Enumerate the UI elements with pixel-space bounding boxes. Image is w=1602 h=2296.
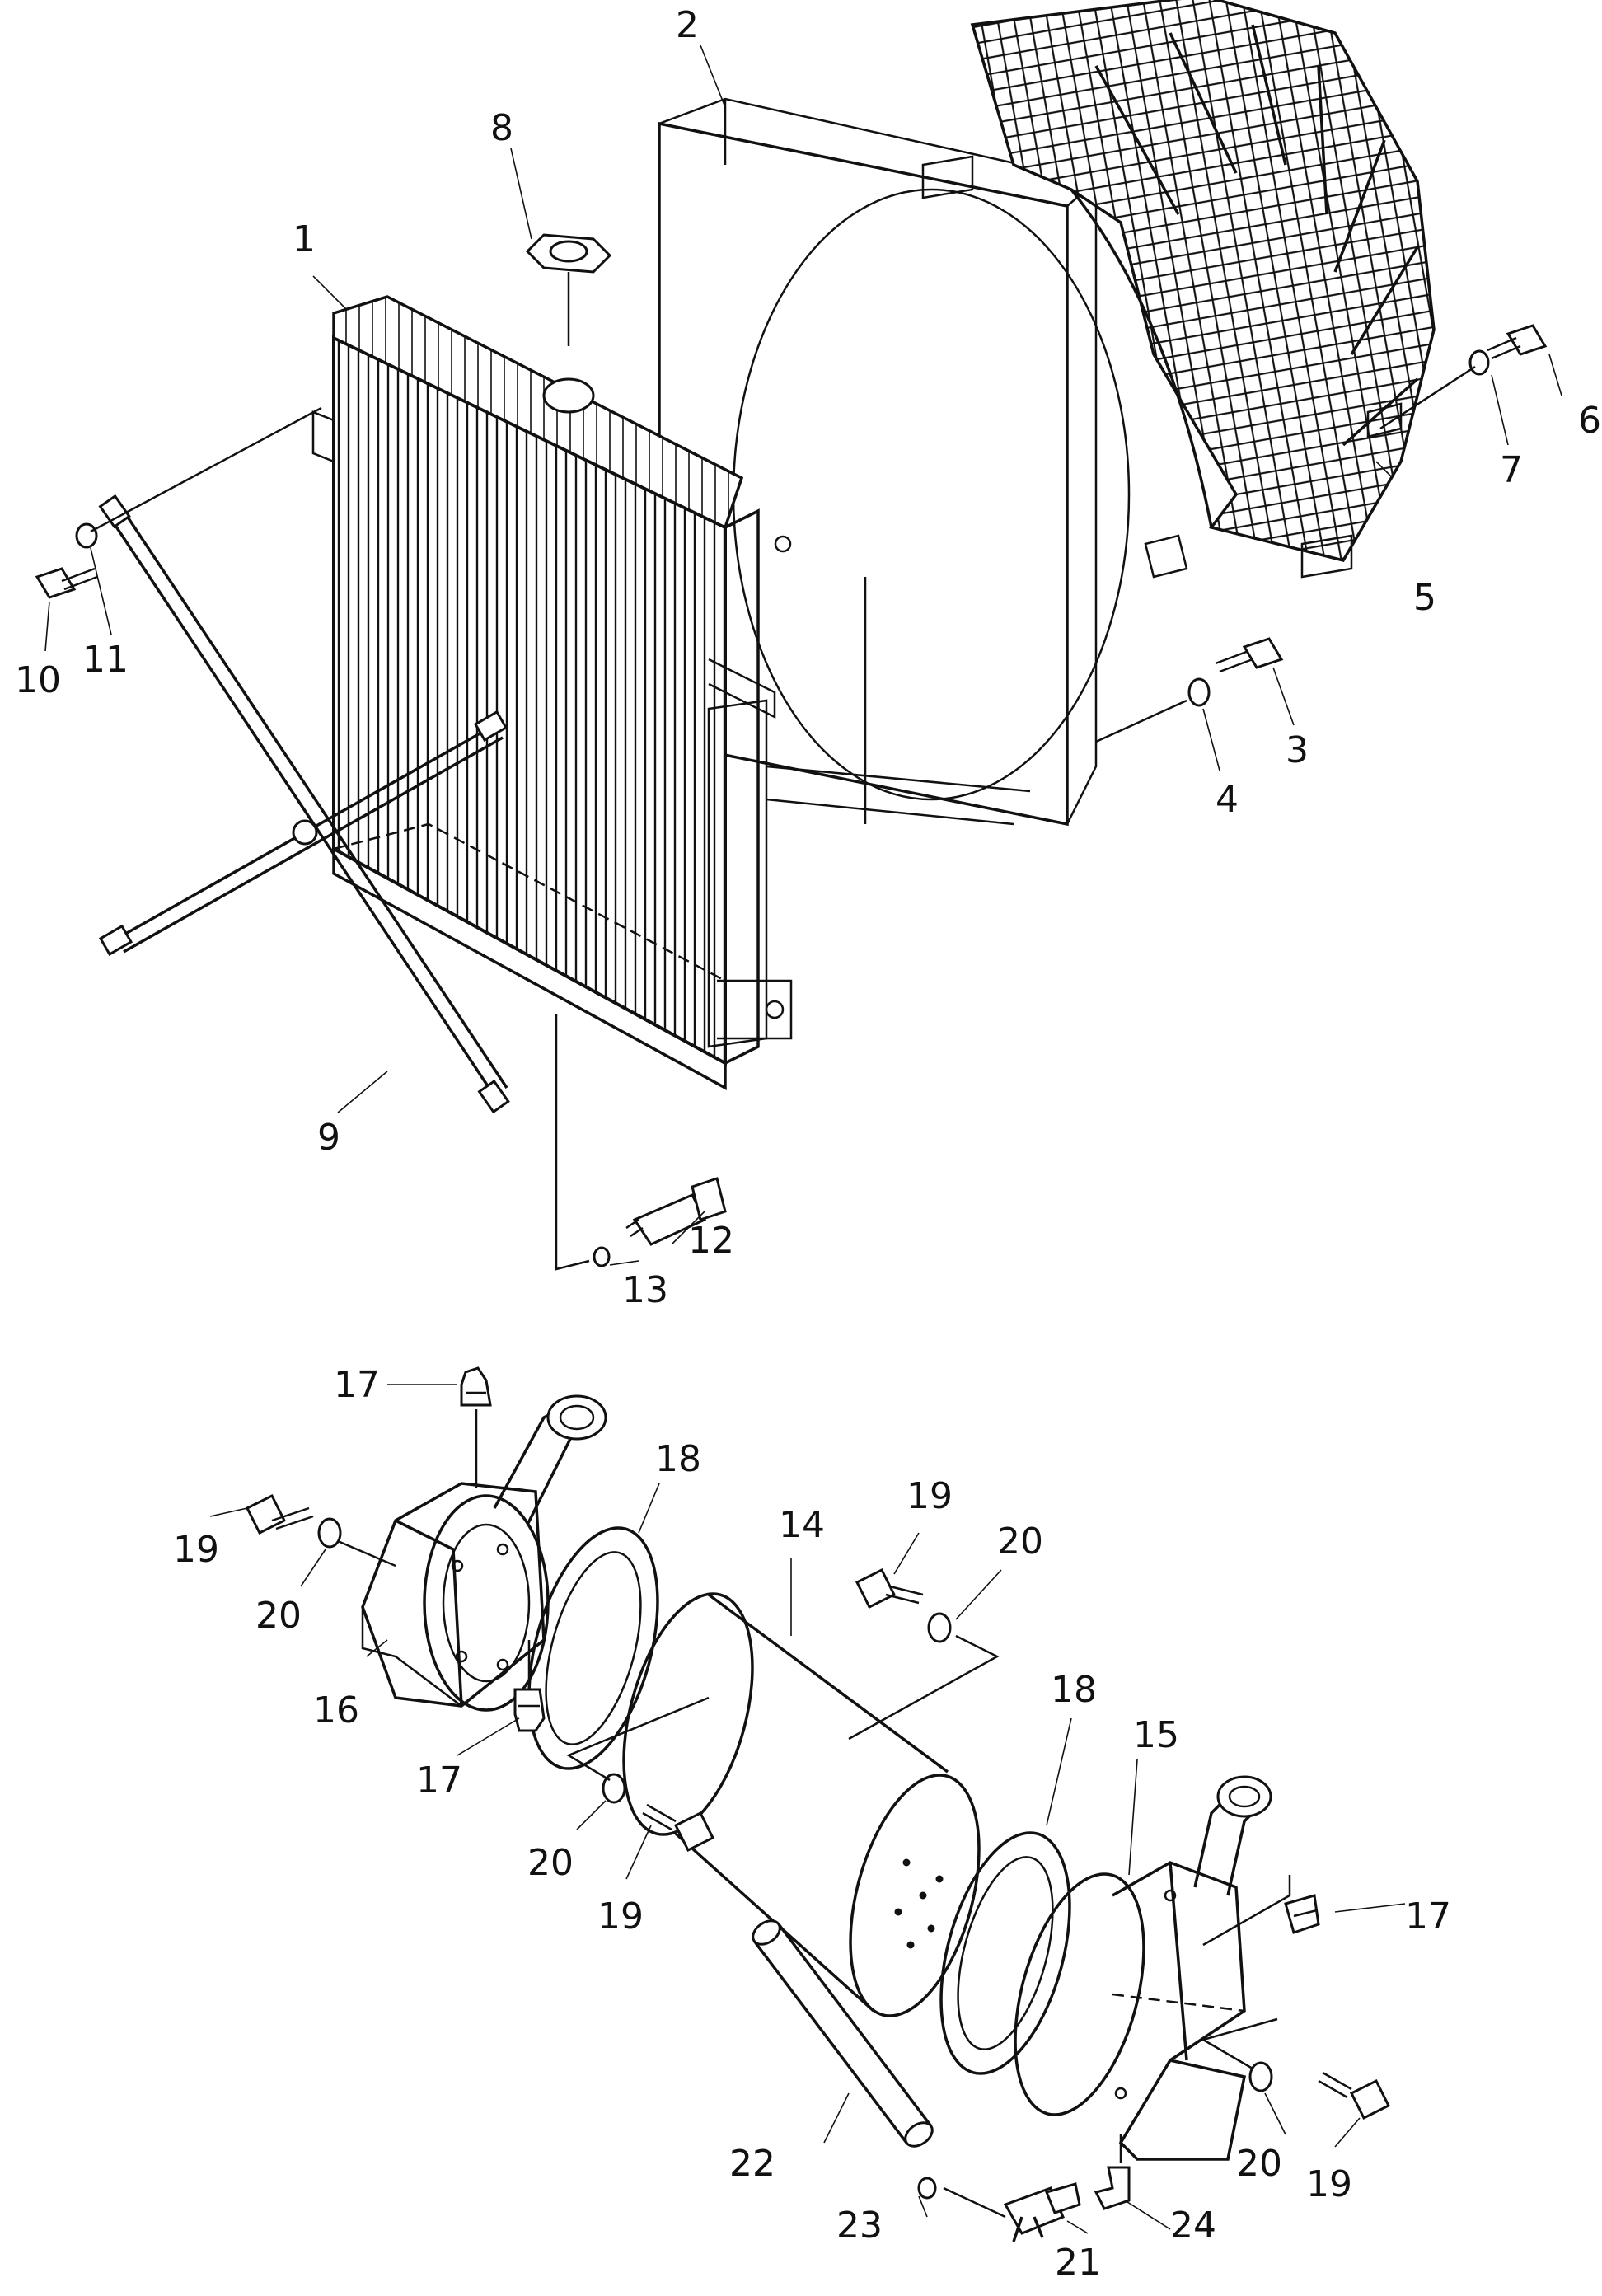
- plug-17-mid: [513, 1640, 546, 1732]
- upper-leader-lines: [44, 45, 1562, 1266]
- lower-leader-lines: [209, 1384, 1406, 2234]
- bolt-19-left: [245, 1493, 314, 1535]
- gasket-right: [939, 1831, 1071, 2075]
- callout-17-right: 17: [1405, 1895, 1451, 1938]
- callout-24: 24: [1170, 2205, 1216, 2247]
- callout-19-right: 19: [1306, 2163, 1352, 2205]
- cooler-core-tube: [622, 1592, 981, 2017]
- fan-guard: [921, 0, 1436, 579]
- cooler-housing: [361, 1394, 607, 1712]
- o-ring-23: [917, 2177, 1006, 2219]
- callout-7: 7: [1500, 449, 1523, 491]
- callout-20-right: 20: [1236, 2143, 1282, 2185]
- plug-17-right: [1202, 1875, 1320, 1947]
- callout-18-left: 18: [655, 1438, 701, 1480]
- callout-17-mid: 17: [416, 1759, 462, 1802]
- callout-10: 10: [15, 659, 61, 701]
- callout-8: 8: [490, 107, 513, 149]
- washer-20-left: [317, 1517, 396, 1567]
- cap: [525, 233, 612, 346]
- bolt-6: [1487, 324, 1548, 360]
- washer-4: [1095, 677, 1211, 743]
- callout-labels: 1 2 3 4 5 6 7 8 9 10 11 12 13 14 15 16 1…: [15, 4, 1601, 2284]
- callout-23: 23: [836, 2205, 883, 2247]
- callout-19-mid: 19: [597, 1895, 644, 1938]
- washer-11: [75, 406, 322, 549]
- elbow-24: [1094, 2134, 1131, 2210]
- callout-12: 12: [688, 1220, 734, 1262]
- callout-4: 4: [1216, 779, 1239, 821]
- callout-21: 21: [1055, 2242, 1101, 2284]
- fan-shroud: [658, 97, 1131, 827]
- callout-19-left: 19: [173, 1529, 219, 1571]
- callout-3: 3: [1286, 729, 1309, 771]
- callout-1: 1: [293, 218, 316, 260]
- callout-11: 11: [82, 639, 129, 681]
- bolt-10: [35, 567, 98, 599]
- bolt-3: [1215, 637, 1284, 673]
- cock: [1003, 2182, 1081, 2242]
- callout-9: 9: [317, 1117, 340, 1159]
- bolt-19-right: [1318, 2071, 1391, 2120]
- callout-6: 6: [1578, 400, 1601, 442]
- callout-15: 15: [1133, 1714, 1179, 1756]
- drain-plug-12: [625, 1177, 727, 1246]
- callout-13: 13: [622, 1269, 668, 1311]
- washer-20-mid: [566, 1696, 710, 1804]
- cooler-cover: [1014, 1775, 1272, 2161]
- callout-2: 2: [676, 4, 699, 46]
- callout-19-top: 19: [906, 1475, 953, 1517]
- bolt-19-mid: [642, 1803, 715, 1853]
- callout-14: 14: [779, 1504, 825, 1546]
- gasket-left: [527, 1526, 659, 1770]
- hose: [752, 1919, 934, 2148]
- callout-17-top: 17: [334, 1364, 380, 1406]
- callout-16: 16: [313, 1689, 359, 1731]
- callout-20-left: 20: [255, 1595, 302, 1637]
- radiator: [312, 295, 793, 1090]
- callout-20-mid: 20: [527, 1842, 574, 1884]
- callout-20-top: 20: [997, 1521, 1043, 1563]
- radiator-stays: [98, 494, 510, 1114]
- bolt-19-top: [855, 1567, 924, 1610]
- washer-20-right: [1200, 2017, 1278, 2092]
- callout-18-right: 18: [1051, 1669, 1097, 1711]
- washer-20-top: [848, 1612, 1000, 1741]
- plug-17-top: [460, 1366, 492, 1488]
- callout-22: 22: [729, 2143, 775, 2185]
- washer-7: [1380, 349, 1490, 430]
- o-ring-13: [555, 1014, 611, 1271]
- callout-5: 5: [1413, 577, 1436, 619]
